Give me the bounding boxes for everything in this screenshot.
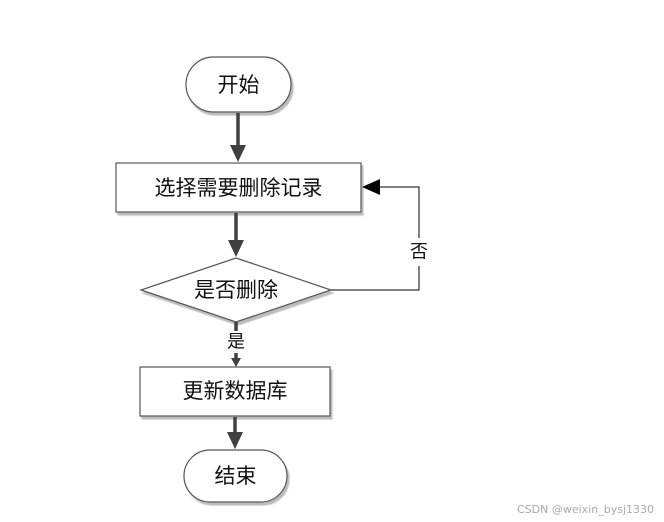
no-label-backdrop — [405, 238, 433, 266]
delete-decision-label: 是否删除 — [194, 278, 278, 302]
csdn-watermark: CSDN @weixin_bysj1330 — [517, 503, 654, 516]
end-label: 结束 — [215, 464, 257, 488]
select-record-process: 选择需要删除记录 — [115, 162, 362, 213]
no-branch-label: 否 — [410, 242, 428, 263]
update-database-label: 更新数据库 — [183, 379, 288, 403]
delete-decision: 是否删除 — [139, 257, 333, 323]
arrow-select-to-decision — [228, 213, 244, 257]
start-label: 开始 — [218, 73, 260, 97]
arrow-decision-to-update — [231, 322, 241, 367]
select-record-label: 选择需要删除记录 — [155, 176, 323, 200]
update-database-process: 更新数据库 — [139, 366, 331, 417]
yes-branch-label: 是 — [227, 332, 245, 353]
start-terminator: 开始 — [185, 56, 292, 113]
end-terminator: 结束 — [183, 449, 288, 503]
arrow-start-to-select — [230, 113, 246, 162]
arrow-update-to-end — [227, 417, 243, 449]
